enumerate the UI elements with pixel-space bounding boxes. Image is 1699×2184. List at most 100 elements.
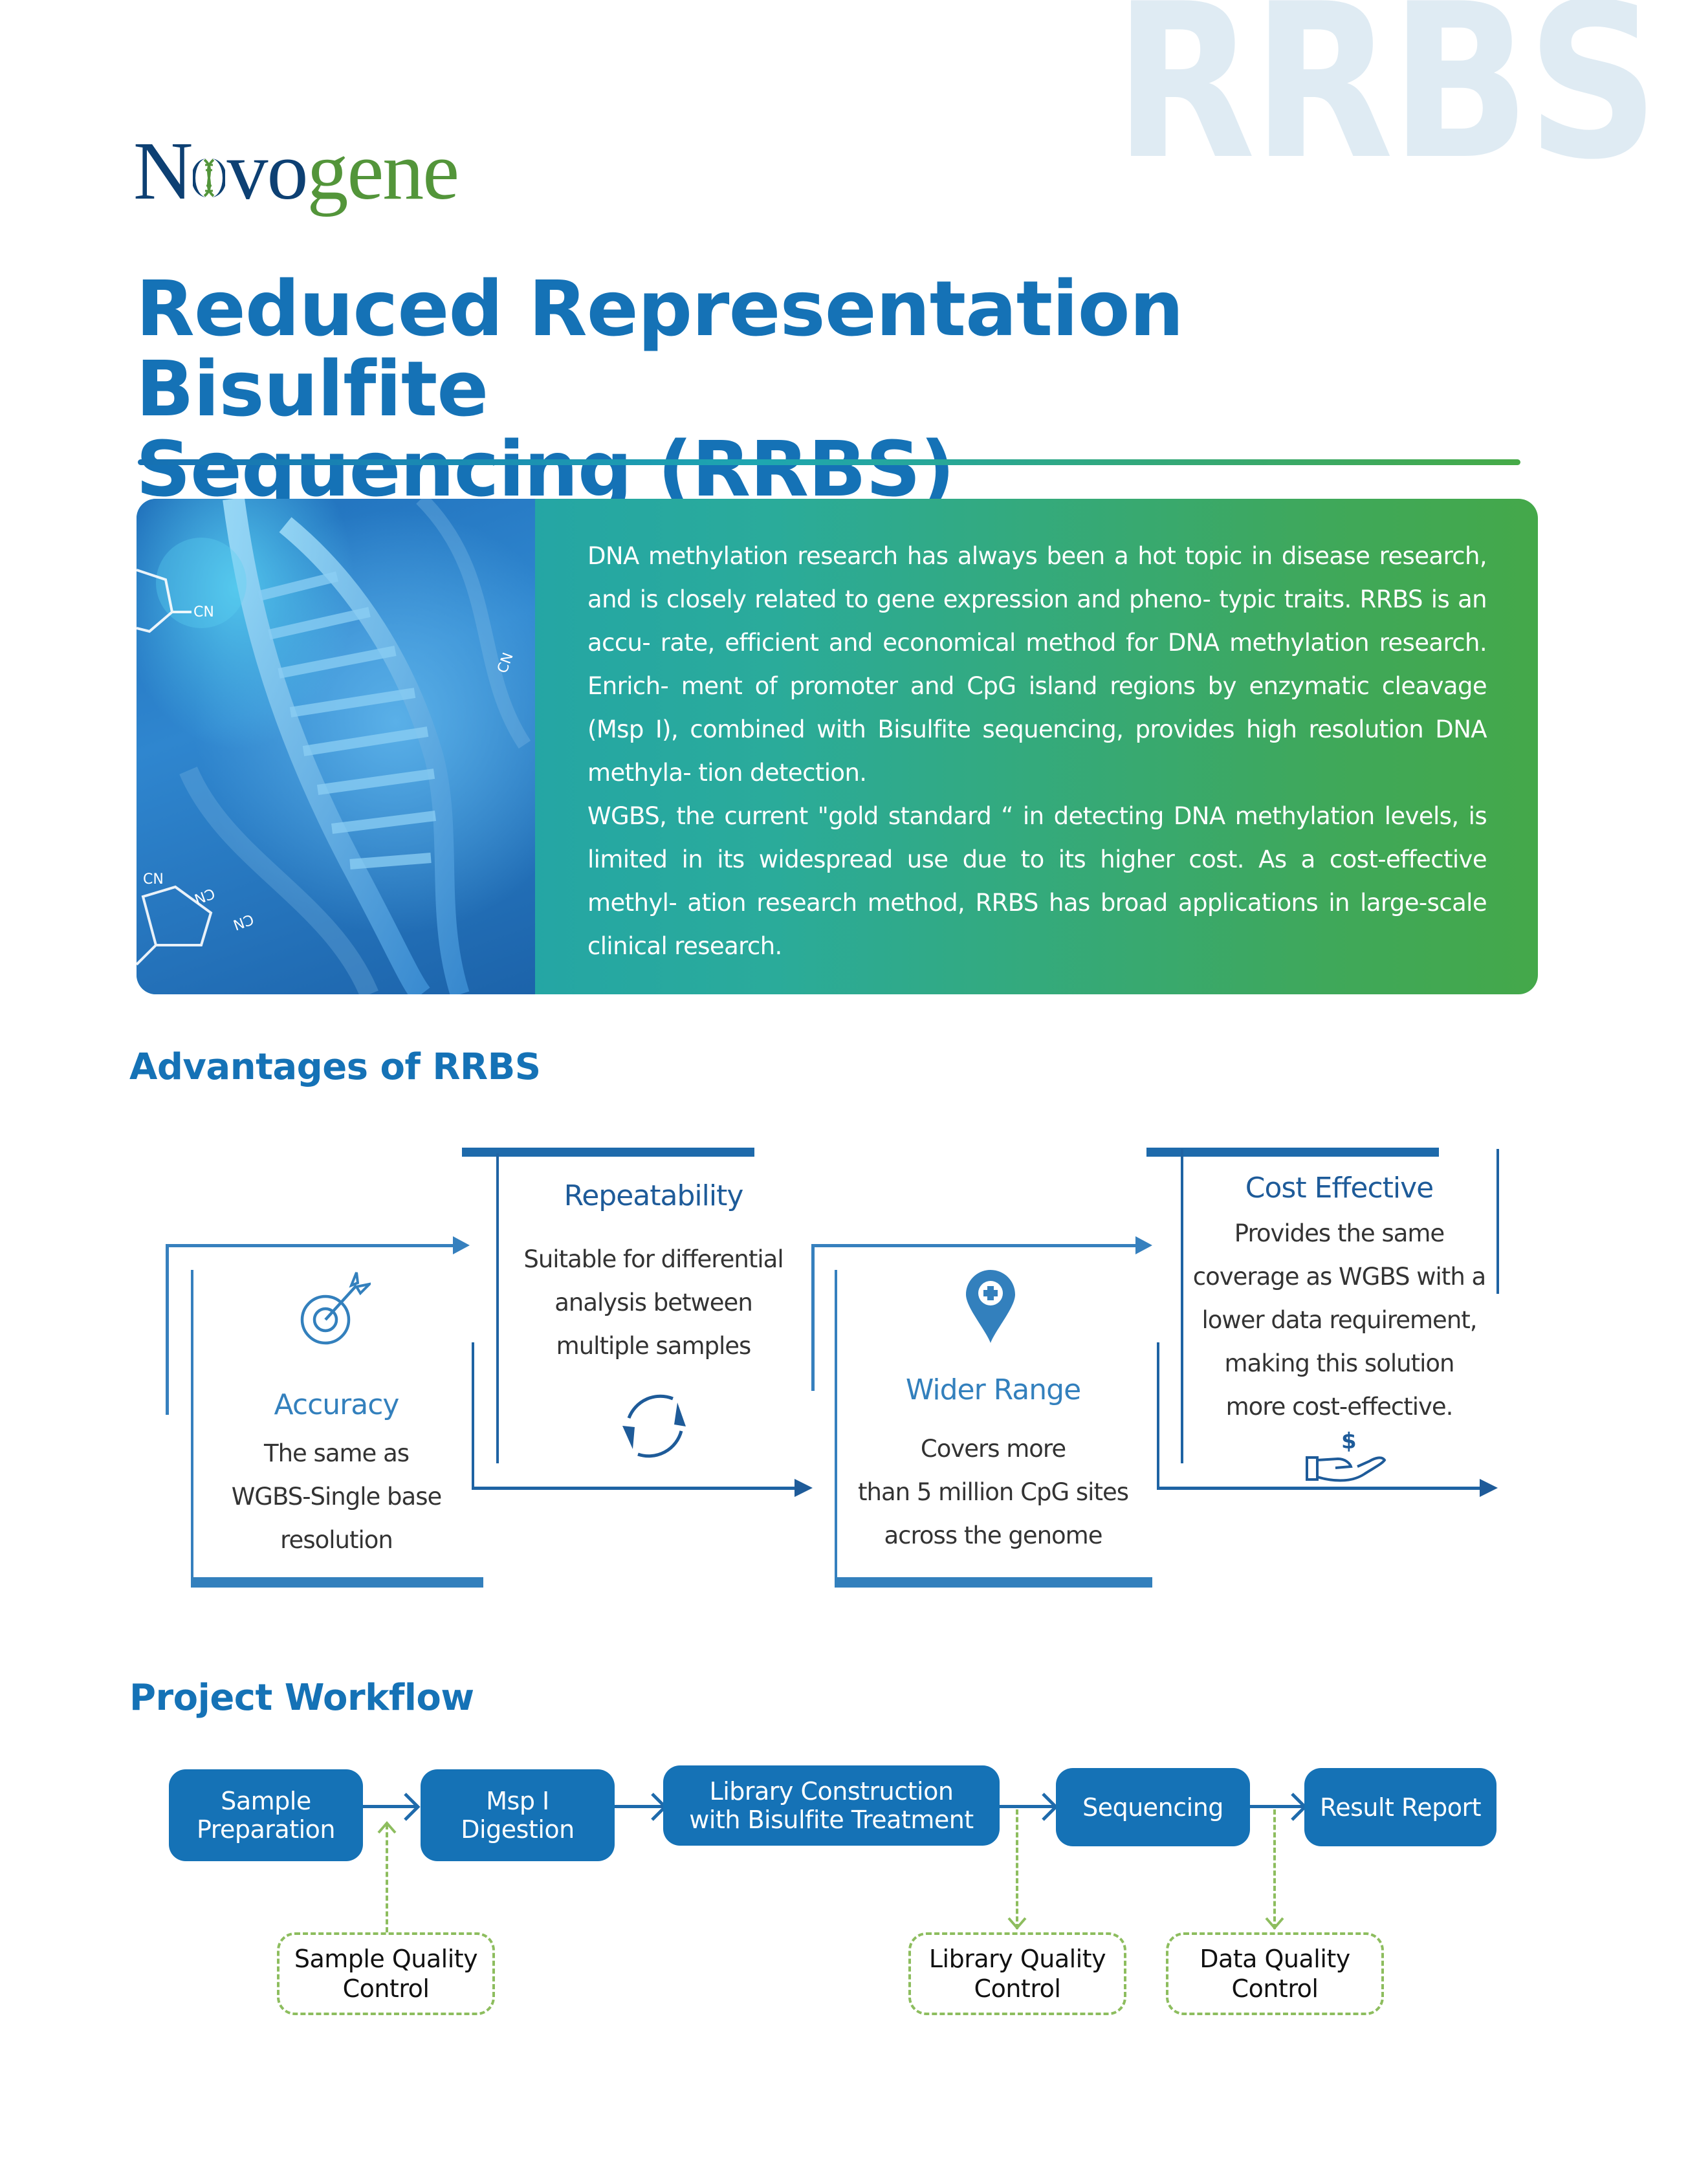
repeatability-line-1: Suitable for differential [523,1245,784,1273]
hand-dollar-icon: $ [1304,1426,1388,1485]
target-arrow-icon [300,1271,374,1346]
qc-dashed-connector [1016,1809,1018,1929]
connector-arrow-icon [1480,1479,1498,1497]
cost-effective-line-1: Provides the same [1234,1219,1445,1247]
page-title: Reduced Representation Bisulfite Sequenc… [136,268,1559,509]
cost-effective-title: Cost Effective [1245,1172,1434,1205]
repeatability-line-3: multiple samples [556,1332,752,1360]
page-title-line-2: Sequencing (RRBS) [136,424,955,514]
advantages-heading: Advantages of RRBS [129,1046,541,1088]
workflow-step-sequencing: Sequencing [1056,1768,1250,1846]
step-label-line-1: Result Report [1320,1793,1481,1822]
qc-dashed-connector [1273,1809,1276,1929]
svg-text:CN: CN [494,651,516,675]
connector-arrow-icon [795,1479,813,1497]
cost-effective-line-5: more cost-effective. [1225,1393,1454,1421]
repeatability-connector-line [472,1487,795,1490]
wider-range-connector-vertical [1157,1342,1159,1489]
chevron-down-icon [1007,1916,1027,1930]
qc-dashed-connector [386,1824,388,1932]
wider-range-outer-line [811,1244,815,1391]
wider-range-card-left-border [835,1270,837,1587]
intro-text: DNA methylation research has always been… [587,534,1487,968]
title-divider [138,459,1520,465]
repeatability-line-2: analysis between [554,1289,753,1316]
step-label-line-1: Sequencing [1082,1793,1223,1822]
cost-effective-card-top-bar [1146,1148,1439,1157]
wider-range-title: Wider Range [905,1373,1081,1406]
intro-panel: CN CN CN CN CN DNA methylation research … [137,499,1538,994]
chevron-right-icon [402,1792,421,1822]
repeatability-description: Suitable for differential analysis betwe… [498,1238,809,1368]
accuracy-line-1: The same as [263,1439,410,1467]
accuracy-card-bottom-bar [191,1577,483,1588]
workflow-step-result-report: Result Report [1304,1768,1496,1846]
repeatability-title: Repeatability [564,1179,744,1212]
step-label-line-2: with Bisulfite Treatment [689,1806,974,1834]
accuracy-line-3: resolution [280,1526,393,1554]
cost-effective-line-3: lower data requirement, [1201,1306,1477,1334]
intro-paragraph-1: DNA methylation research has always been… [587,542,1487,787]
step-label-line-1: Library Construction [709,1777,954,1806]
flow-arrow-line [363,1805,416,1808]
wider-range-line-1: Covers more [920,1435,1066,1463]
qc-label-line-1: Library Quality [928,1945,1106,1973]
cost-effective-connector-line [1157,1487,1480,1490]
chevron-up-icon [377,1820,397,1835]
connector-arrow-icon [1135,1236,1152,1254]
qc-label-line-2: Control [974,1974,1061,2003]
cost-effective-line-4: making this solution [1224,1349,1455,1377]
cost-effective-card-right-border [1496,1149,1499,1294]
repeatability-card-left-border [496,1153,499,1463]
svg-text:CN: CN [192,884,217,906]
chevron-down-icon [1264,1916,1285,1930]
rrbs-watermark: RRBS [1114,0,1659,206]
accuracy-card-left-border [191,1270,193,1587]
step-label-line-1: Sample [221,1787,311,1815]
accuracy-description: The same as WGBS-Single base resolution [194,1432,479,1562]
step-label-line-2: Preparation [196,1815,336,1844]
qc-label-line-1: Sample Quality [294,1945,478,1973]
wider-range-line-3: across the genome [884,1522,1103,1549]
step-label-line-1: Msp I [486,1787,549,1815]
repeatability-card-top-bar [462,1148,754,1157]
qc-label-line-2: Control [1231,1974,1319,2003]
dna-o-icon [192,129,227,197]
accuracy-connector-line [166,1244,454,1247]
svg-text:$: $ [1341,1428,1357,1454]
location-pin-plus-icon [966,1270,1015,1343]
wider-range-line-2: than 5 million CpG sites [857,1478,1129,1506]
page-title-line-1: Reduced Representation Bisulfite [136,264,1184,433]
dna-helix-image: CN CN CN CN CN [137,499,535,994]
wider-range-connector-line [811,1244,1137,1247]
qc-label-line-2: Control [342,1974,430,2003]
accuracy-line-2: WGBS-Single base [231,1483,443,1511]
step-label-line-2: Digestion [461,1815,575,1844]
wider-range-description: Covers more than 5 million CpG sites acr… [838,1427,1148,1557]
svg-text:CN: CN [193,604,214,620]
flow-arrow-line [1000,1805,1056,1808]
flow-arrow-line [615,1805,663,1808]
logo-text-gene: gene [307,125,459,217]
repeatability-connector-vertical [472,1342,474,1489]
accuracy-title: Accuracy [274,1388,400,1421]
cost-effective-description: Provides the same coverage as WGBS with … [1184,1212,1495,1428]
intro-paragraph-2: WGBS, the current "gold standard “ in de… [587,802,1487,960]
svg-text:CN: CN [231,910,256,932]
connector-arrow-icon [453,1236,470,1254]
cost-effective-card-left-border [1181,1149,1183,1463]
workflow-heading: Project Workflow [129,1677,474,1719]
cycle-arrows-icon [615,1384,696,1465]
cost-effective-line-2: coverage as WGBS with a [1192,1263,1486,1291]
svg-text:CN: CN [143,871,164,888]
wider-range-card-bottom-bar [835,1577,1152,1588]
accuracy-outer-line [166,1244,169,1415]
flow-arrow-line [1250,1805,1304,1808]
